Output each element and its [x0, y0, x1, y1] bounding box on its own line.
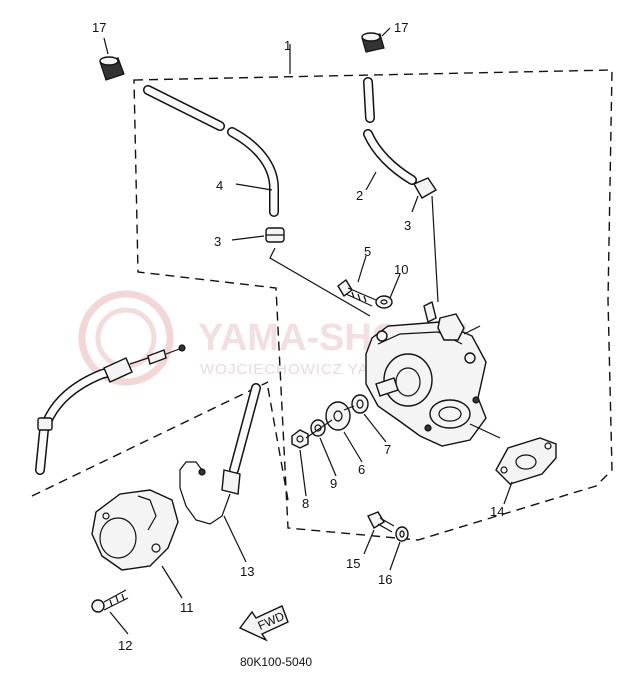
part-17-cap-left — [99, 56, 125, 81]
callout-17-right: 17 — [394, 20, 408, 35]
callout-9: 9 — [330, 476, 337, 491]
part-4-hose — [143, 85, 279, 217]
callout-3-right: 3 — [404, 218, 411, 233]
part-7-washer — [351, 394, 369, 414]
part-8-nut — [291, 429, 309, 449]
callout-4: 4 — [216, 178, 223, 193]
diagram-code: 80K100-5040 — [240, 655, 312, 669]
part-2-hose — [363, 77, 417, 185]
fwd-arrow-icon: FWD — [238, 605, 289, 642]
callout-10: 10 — [394, 262, 408, 277]
watermark-logo — [78, 290, 174, 386]
callout-16: 16 — [378, 572, 392, 587]
cable-boundary — [31, 381, 289, 501]
oil-pump-body — [365, 300, 487, 447]
callout-7: 7 — [384, 442, 391, 457]
callout-15: 15 — [346, 556, 360, 571]
callout-6: 6 — [358, 462, 365, 477]
part-17-cap-right — [361, 32, 385, 53]
callout-3-left: 3 — [214, 234, 221, 249]
throttle-cable — [35, 344, 186, 475]
callout-12: 12 — [118, 638, 132, 653]
part-6-disc — [325, 401, 351, 431]
part-15-bolt — [367, 511, 395, 533]
part-11-pump-cover — [91, 489, 179, 571]
callout-2: 2 — [356, 188, 363, 203]
part-16-washer — [395, 526, 409, 542]
part-3-clip-left — [265, 227, 285, 243]
part-12-screw — [91, 589, 129, 613]
part-14-gasket — [469, 423, 557, 485]
assembly-boundary — [133, 44, 613, 541]
part-10-washer — [375, 295, 393, 309]
part-5-bolt — [337, 278, 377, 307]
callout-5: 5 — [364, 244, 371, 259]
callout-14: 14 — [490, 504, 504, 519]
callout-1: 1 — [284, 38, 291, 53]
callout-13: 13 — [240, 564, 254, 579]
part-13-cable — [179, 383, 261, 525]
callout-leaders — [103, 27, 513, 635]
part-3-clip-right — [413, 177, 437, 199]
callout-8: 8 — [302, 496, 309, 511]
watermark-subtitle: WOJCIECHOWICZ YAMAHA — [200, 361, 416, 378]
callout-labels: 17 17 1 4 3 2 3 5 10 7 6 9 8 14 15 16 13… — [92, 20, 504, 653]
callout-17-left: 17 — [92, 20, 106, 35]
callout-11: 11 — [180, 600, 194, 615]
